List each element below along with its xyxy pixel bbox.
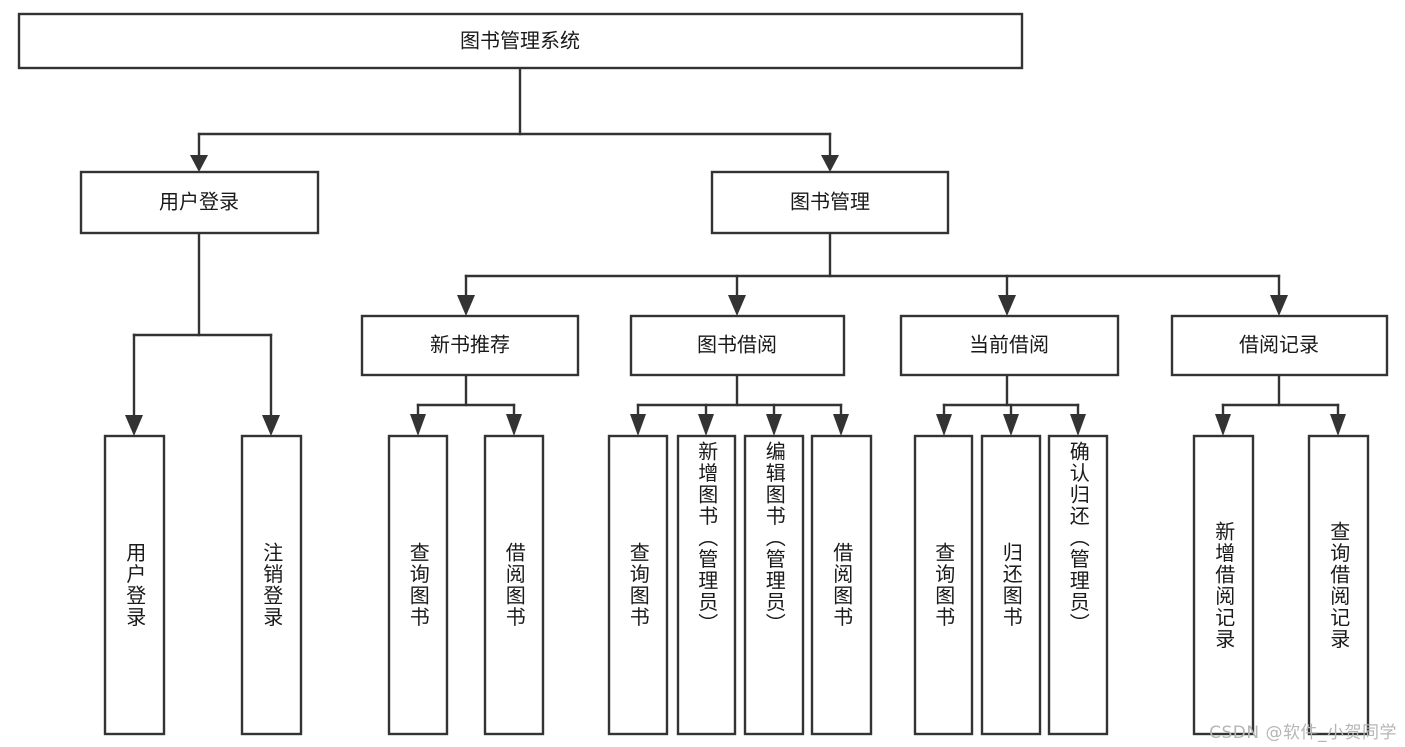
arrowhead-leaf-8 — [833, 414, 849, 436]
leaf-11-label-wrap: 确认归还（管理员） — [1049, 441, 1107, 729]
node-leaf-5-label: 查询图书 — [626, 542, 651, 628]
node-leaf-9-box[interactable] — [913, 434, 974, 736]
arrowhead-leaf-2 — [262, 415, 280, 436]
node-borrow-record-box[interactable] — [1170, 314, 1389, 377]
node-leaf-2-label: 注销登录 — [259, 542, 284, 628]
node-leaf-6-box[interactable] — [676, 434, 737, 736]
node-leaf-11-box[interactable] — [1047, 434, 1109, 736]
node-book-manage-box[interactable] — [710, 170, 950, 235]
node-new-book-rec-label: 新书推荐 — [430, 333, 510, 357]
arrowhead-leaf-10 — [1003, 414, 1019, 436]
node-leaf-12-box[interactable] — [1192, 434, 1255, 736]
node-leaf-4-label: 借阅图书 — [502, 542, 527, 628]
arrowhead-leaf-9 — [936, 414, 952, 436]
node-book-manage-label: 图书管理 — [790, 190, 870, 214]
node-user-login-box[interactable] — [79, 170, 320, 235]
node-leaf-10-box[interactable] — [980, 434, 1042, 736]
node-book-borrow-label: 图书借阅 — [697, 333, 777, 357]
node-leaf-12-label: 新增借阅记录 — [1211, 520, 1236, 650]
leaf-2-label-wrap: 注销登录 — [242, 436, 301, 734]
node-user-login-label: 用户登录 — [159, 190, 239, 214]
arrowhead-leaf-5 — [630, 414, 646, 436]
leaf-9-label-wrap: 查询图书 — [915, 436, 972, 734]
leaf-13-label-wrap: 查询借阅记录 — [1309, 436, 1368, 734]
leaf-6-label-wrap: 新增图书（管理员） — [678, 441, 735, 729]
arrowhead-leaf-7 — [766, 414, 782, 436]
leaf-8-label-wrap: 借阅图书 — [812, 436, 871, 734]
arrowhead-book-borrow — [728, 295, 746, 316]
node-leaf-10-label: 归还图书 — [999, 542, 1024, 628]
node-leaf-1-label: 用户登录 — [122, 542, 147, 628]
node-leaf-7-box[interactable] — [743, 434, 805, 736]
leaf-7-label-wrap: 编辑图书（管理员） — [745, 441, 803, 729]
node-leaf-7-label: 编辑图书（管理员） — [762, 441, 787, 635]
arrowhead-leaf-11 — [1070, 414, 1086, 436]
node-leaf-2-box[interactable] — [240, 434, 303, 736]
arrowhead-new-book-rec — [457, 295, 475, 316]
leaf-5-label-wrap: 查询图书 — [609, 436, 667, 734]
node-borrow-record-label: 借阅记录 — [1239, 333, 1319, 357]
node-leaf-13-box[interactable] — [1307, 434, 1370, 736]
node-leaf-11-label: 确认归还（管理员） — [1066, 441, 1091, 635]
node-root-label: 图书管理系统 — [460, 29, 580, 53]
arrowhead-leaf-12 — [1215, 414, 1231, 436]
node-layer: 图书管理系统 用户登录 图书管理 新书推荐 图书借阅 当前借阅 借阅记录 — [17, 12, 1389, 736]
node-current-borrow-box[interactable] — [899, 314, 1120, 377]
node-book-borrow-box[interactable] — [629, 314, 846, 377]
arrowhead-leaf-4 — [506, 414, 522, 436]
node-leaf-9-label: 查询图书 — [931, 542, 956, 628]
arrowhead-layer — [125, 155, 1346, 436]
arrowhead-current-borrow — [998, 295, 1016, 316]
node-leaf-4-box[interactable] — [483, 434, 545, 736]
node-leaf-8-label: 借阅图书 — [829, 542, 854, 628]
arrowhead-leaf-13 — [1330, 414, 1346, 436]
node-leaf-1-box[interactable] — [103, 434, 166, 736]
node-leaf-8-box[interactable] — [810, 434, 873, 736]
node-leaf-3-box[interactable] — [387, 434, 449, 736]
node-current-borrow-label: 当前借阅 — [969, 333, 1049, 357]
node-new-book-rec-box[interactable] — [360, 314, 580, 377]
node-root-box[interactable] — [17, 12, 1024, 70]
arrowhead-leaf-3 — [410, 414, 426, 436]
arrowhead-borrow-record — [1270, 295, 1288, 316]
arrowhead-user-login — [190, 155, 208, 172]
leaf-12-label-wrap: 新增借阅记录 — [1194, 436, 1253, 734]
arrowhead-book-manage — [821, 155, 839, 172]
arrowhead-leaf-1 — [125, 415, 143, 436]
arrowhead-leaf-6 — [698, 414, 714, 436]
leaf-4-label-wrap: 借阅图书 — [485, 436, 543, 734]
leaf-10-label-wrap: 归还图书 — [982, 436, 1040, 734]
node-leaf-13-label: 查询借阅记录 — [1326, 520, 1351, 650]
leaf-3-label-wrap: 查询图书 — [389, 436, 447, 734]
node-leaf-6-label: 新增图书（管理员） — [694, 441, 719, 635]
node-leaf-3-label: 查询图书 — [406, 542, 431, 628]
leaf-1-label-wrap: 用户登录 — [105, 436, 164, 734]
node-leaf-5-box[interactable] — [607, 434, 669, 736]
csdn-watermark: CSDN @软件_小贺同学 — [1209, 723, 1397, 743]
